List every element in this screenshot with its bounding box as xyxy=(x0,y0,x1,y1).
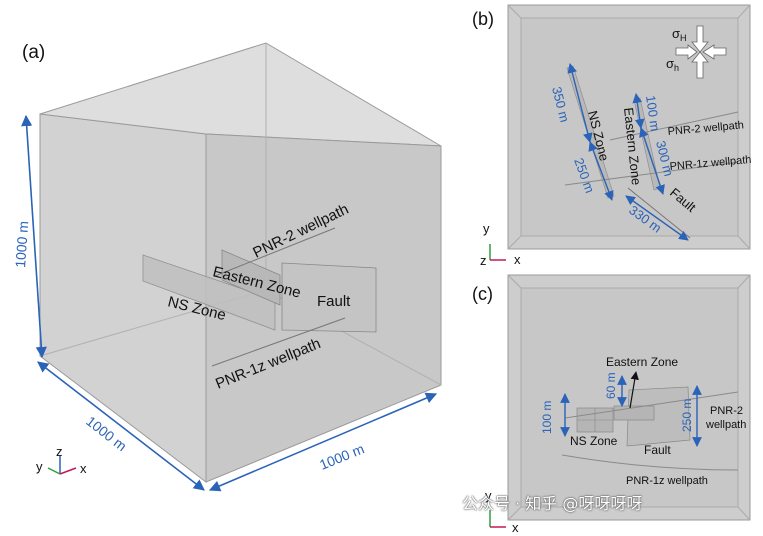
x-axis-label-b: x xyxy=(514,252,521,267)
panel-a-label: (a) xyxy=(22,42,45,63)
panel-c-label: (c) xyxy=(472,284,493,304)
frame-corner-line xyxy=(507,506,522,521)
frame-corner-line xyxy=(737,506,751,521)
side-dimension-label: 1000 m xyxy=(317,440,366,472)
fault-label-a: Fault xyxy=(317,293,351,310)
ns-zone-label-c: NS Zone xyxy=(570,434,618,448)
y-axis-icon xyxy=(47,467,61,475)
dim-250-arrow xyxy=(588,141,614,201)
sigma-h-label: σh xyxy=(666,56,679,73)
stress-arrows-icon xyxy=(675,25,727,79)
y-axis-label-c: y xyxy=(485,488,492,503)
pnr2-trace-b xyxy=(609,111,739,141)
z-axis-label: z xyxy=(56,444,63,459)
pnr2-trace-c xyxy=(564,391,739,419)
x-axis-icon xyxy=(59,467,77,475)
pnr2-wellpath-line-a xyxy=(214,227,336,277)
dim-100-arrow xyxy=(632,93,645,129)
axis-triad-b: y x z xyxy=(480,221,521,268)
x-axis-label-c: x xyxy=(512,520,519,535)
watermark: 公众号 · 知乎 @呀呀呀呀 xyxy=(462,494,643,513)
frame-corner-line xyxy=(737,4,751,19)
panel-b-label: (b) xyxy=(472,9,494,29)
fault-label-c: Fault xyxy=(644,443,671,457)
frame-corner-line xyxy=(507,4,522,19)
panel-c: (c) Eastern Zone 60 m 100 m 250 m NS Zon… xyxy=(472,274,751,535)
frame-corner-line xyxy=(737,235,751,250)
eastern-zone-plane xyxy=(221,249,281,306)
dim-300-arrow xyxy=(639,127,665,195)
panel-a: (a) PNR-2 wellpath Eastern Zone Fault NS… xyxy=(12,42,442,492)
dim-250-label-c: 250 m xyxy=(680,399,694,432)
y-axis-label-b: y xyxy=(483,221,490,236)
pnr1z-wellpath-line-a xyxy=(211,317,346,367)
fault-plane xyxy=(281,262,377,333)
height-dimension-label: 1000 m xyxy=(12,221,31,269)
y-axis-label: y xyxy=(36,459,43,474)
eastern-zone-label-c: Eastern Zone xyxy=(606,355,678,369)
dim-60-label: 60 m xyxy=(604,372,618,399)
axis-triad-c: y x xyxy=(485,488,519,535)
frame-corner-line xyxy=(507,235,522,250)
pnr1z-trace-c xyxy=(561,454,739,471)
pnr2-label-c-1: PNR-2 xyxy=(710,405,743,417)
sigma-H-label: σH xyxy=(672,26,687,43)
pnr2-label-c-2: wellpath xyxy=(705,419,746,431)
dim-330-arrow xyxy=(625,195,689,241)
z-axis-label-b: z xyxy=(480,253,487,268)
pnr1z-label-c: PNR-1z wellpath xyxy=(626,475,708,487)
dim-350-arrow xyxy=(567,63,593,143)
axis-triad-a: z x y xyxy=(36,444,87,476)
dim-100-label-c: 100 m xyxy=(540,401,554,434)
side-dimension-arrow xyxy=(208,392,438,492)
frame-corner-line xyxy=(507,274,522,289)
ns-zone-plane xyxy=(142,254,276,331)
x-axis-label: x xyxy=(80,461,87,476)
eastern-zone-pointer xyxy=(629,371,639,409)
dim-100-label: 100 m xyxy=(643,94,663,132)
height-dimension-arrow xyxy=(21,114,47,359)
panel-b: (b) σH σh 350 m 250 m 100 m 300 m 33 xyxy=(472,4,752,268)
front-dimension-arrow xyxy=(37,361,205,491)
frame-corner-line xyxy=(737,274,751,289)
